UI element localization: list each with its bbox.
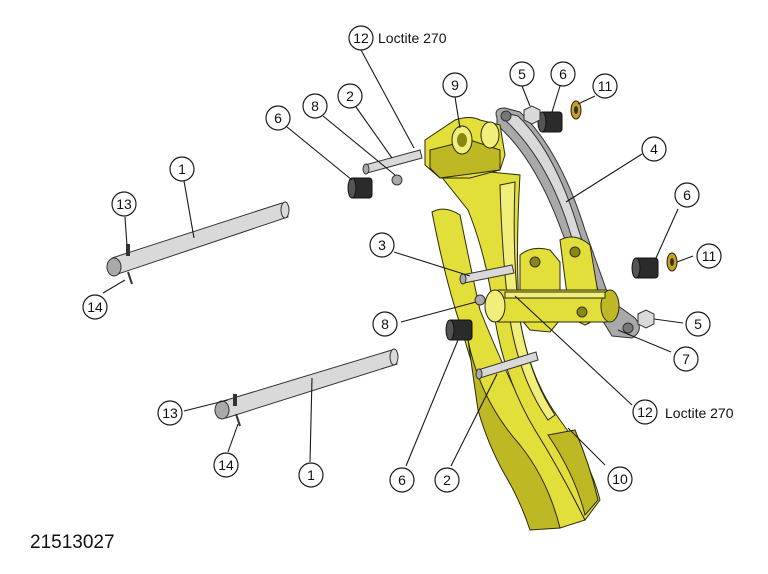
balloon-7: 7 xyxy=(673,346,699,372)
balloon-1-top: 1 xyxy=(169,156,195,182)
part-6-bushing-center xyxy=(445,319,473,341)
svg-text:14: 14 xyxy=(218,457,234,473)
part-5-nut-top xyxy=(523,105,541,125)
part-6-bushing-top-right xyxy=(537,111,563,133)
svg-text:10: 10 xyxy=(612,471,628,487)
svg-text:14: 14 xyxy=(87,299,103,315)
part-1-pin-bottom xyxy=(214,348,399,427)
svg-text:7: 7 xyxy=(682,351,690,367)
balloon-10: 10 xyxy=(607,466,633,492)
balloon-5-top: 5 xyxy=(509,61,535,87)
balloon-6-bottom: 6 xyxy=(389,467,415,493)
svg-text:2: 2 xyxy=(346,88,354,104)
svg-text:9: 9 xyxy=(451,77,459,93)
balloon-6-top: 6 xyxy=(550,61,576,87)
balloon-14-bottom: 14 xyxy=(213,452,239,478)
balloon-6-left: 6 xyxy=(265,105,291,131)
svg-text:12: 12 xyxy=(637,404,653,420)
leader-lines xyxy=(102,49,694,467)
balloon-5-right: 5 xyxy=(685,311,711,337)
svg-text:11: 11 xyxy=(702,248,717,264)
balloon-14-top: 14 xyxy=(82,294,108,320)
svg-text:11: 11 xyxy=(598,78,613,94)
svg-text:13: 13 xyxy=(116,196,132,212)
balloon-2-bottom: 2 xyxy=(434,467,460,493)
svg-text:6: 6 xyxy=(274,110,282,126)
part-11-washer-top xyxy=(570,100,582,120)
part-6-bushing-left xyxy=(347,177,373,199)
part-1-pin-top xyxy=(106,201,290,285)
balloon-8-mid: 8 xyxy=(372,311,398,337)
balloon-11-top: 11 xyxy=(592,73,618,99)
svg-text:1: 1 xyxy=(178,161,186,177)
part-9-upper-bracket xyxy=(424,117,506,179)
document-number: 21513027 xyxy=(30,532,115,553)
svg-text:5: 5 xyxy=(518,66,526,82)
balloon-13-bottom: 13 xyxy=(157,400,183,426)
part-10-main-arm xyxy=(431,170,601,531)
balloon-12-top: 12 xyxy=(348,25,374,51)
svg-text:1: 1 xyxy=(307,467,315,483)
balloon-8-top: 8 xyxy=(302,93,328,119)
svg-text:3: 3 xyxy=(378,237,386,253)
loctite-note-right: Loctite 270 xyxy=(665,405,734,421)
part-6-bushing-right xyxy=(631,257,659,279)
svg-text:13: 13 xyxy=(162,405,178,421)
svg-text:8: 8 xyxy=(381,316,389,332)
part-8-screw-mid xyxy=(474,294,486,306)
svg-text:8: 8 xyxy=(311,98,319,114)
svg-text:2: 2 xyxy=(443,472,451,488)
part-8-screw-top xyxy=(391,174,403,186)
part-2-pin-bottom xyxy=(475,351,539,380)
balloon-4: 4 xyxy=(641,136,667,162)
svg-text:5: 5 xyxy=(694,316,702,332)
part-3-pin xyxy=(459,264,515,285)
part-5-nut-right xyxy=(637,309,655,329)
balloon-2-top: 2 xyxy=(337,83,363,109)
balloon-11-right: 11 xyxy=(696,243,722,269)
balloon-3: 3 xyxy=(369,232,395,258)
balloon-9: 9 xyxy=(442,72,468,98)
svg-text:4: 4 xyxy=(650,141,658,157)
balloon-13-top: 13 xyxy=(111,191,137,217)
svg-text:6: 6 xyxy=(683,187,691,203)
svg-text:6: 6 xyxy=(559,66,567,82)
svg-text:12: 12 xyxy=(353,30,369,46)
balloon-12-right: 12 xyxy=(632,399,658,425)
part-10-lower-bracket xyxy=(484,236,620,333)
balloon-1-bottom: 1 xyxy=(298,462,324,488)
part-2-pin-top xyxy=(362,149,423,175)
part-11-washer-right xyxy=(666,252,678,272)
svg-text:6: 6 xyxy=(398,472,406,488)
loctite-note-top: Loctite 270 xyxy=(378,30,447,46)
balloon-6-right: 6 xyxy=(674,182,700,208)
